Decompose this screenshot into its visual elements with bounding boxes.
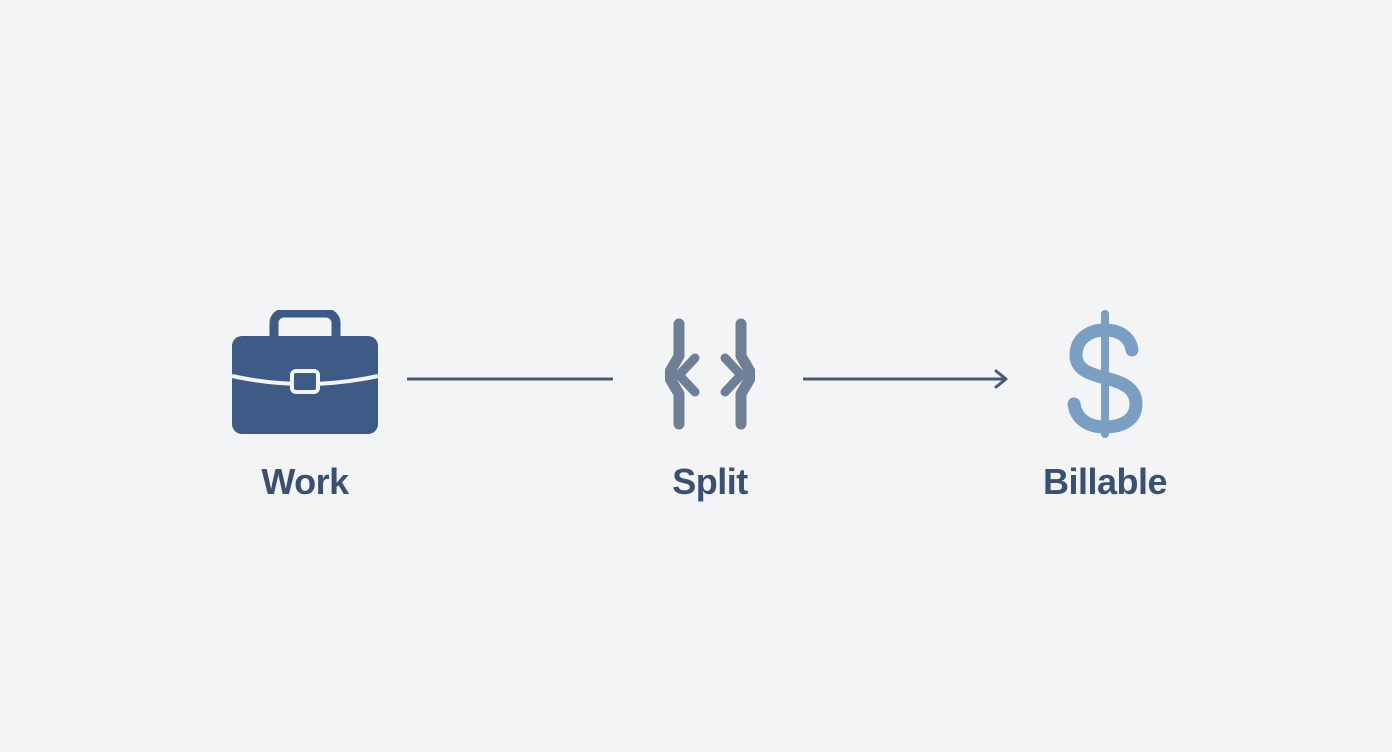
split-icon [665,318,755,430]
flow-step-billable: Billable [995,310,1215,500]
step-label-work: Work [261,461,349,502]
connector-line [407,377,613,381]
briefcase-icon [231,310,379,434]
flow-step-work: Work [195,310,415,500]
step-label-split: Split [672,461,748,502]
connector-arrow [803,369,1008,389]
flow-step-split: Split [600,310,820,500]
step-label-billable: Billable [1042,461,1168,502]
dollar-icon [1067,310,1143,438]
